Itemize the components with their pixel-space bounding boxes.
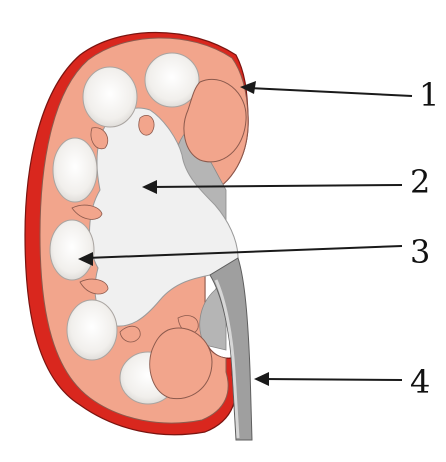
pointer-line-4 [262,379,402,380]
label-3: 3 [410,236,430,268]
pyramid [67,300,117,360]
papilla [139,115,154,135]
label-4: 4 [410,366,430,398]
pyramid [50,220,94,280]
label-1: 1 [419,79,439,111]
pyramid [53,138,97,202]
pyramid [145,53,199,107]
label-2: 2 [410,166,430,198]
arrow-left-icon [254,372,269,386]
lower-cortex-lobe [150,328,212,399]
pointer-line-1 [248,88,412,96]
pyramid [83,67,137,127]
